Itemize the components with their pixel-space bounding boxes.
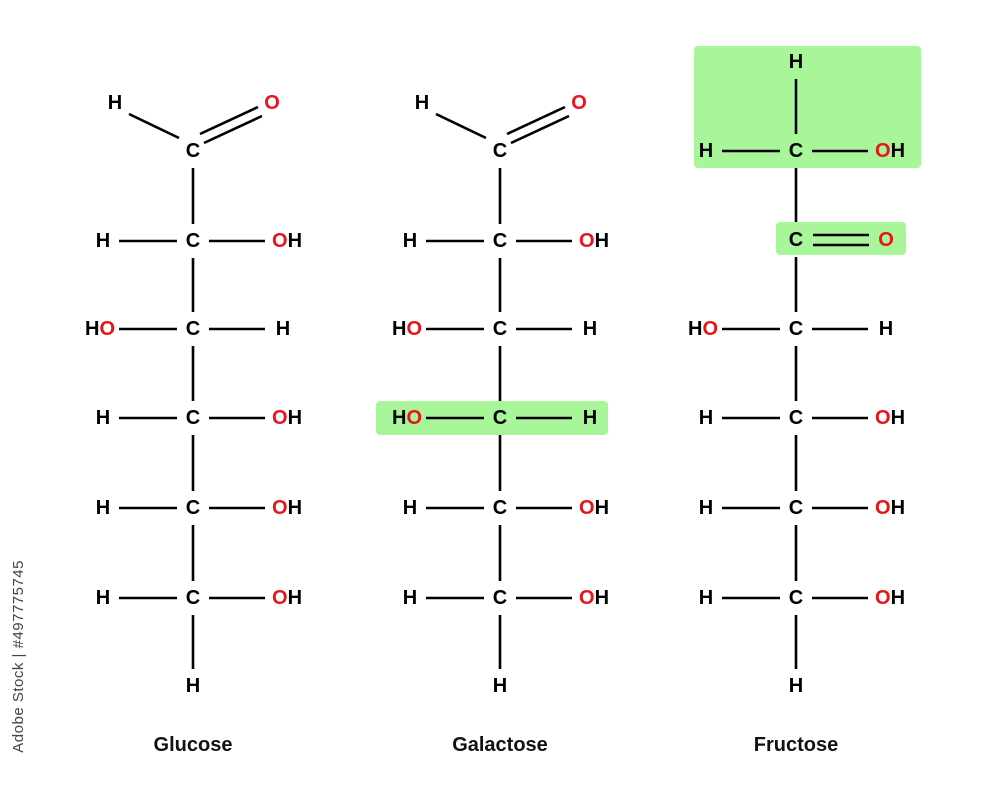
substituent-right: OH: [875, 587, 905, 609]
substituent-left: H: [96, 587, 110, 609]
substituent-right: OH: [875, 140, 905, 162]
substituent-left: H: [699, 497, 713, 519]
bond-line: [435, 112, 487, 140]
substituent-left: HO: [392, 318, 422, 340]
hydrogen-atom: H: [108, 92, 122, 114]
oxygen-atom: O: [264, 92, 280, 114]
carbon-atom: C: [789, 587, 803, 609]
substituent-left: H: [96, 407, 110, 429]
molecule-name: Galactose: [452, 734, 548, 756]
double-bond-line: [510, 114, 570, 145]
substituent-left: H: [699, 587, 713, 609]
carbon-atom: C: [493, 140, 507, 162]
substituent-right: H: [276, 318, 290, 340]
substituent-right: OH: [875, 497, 905, 519]
double-bond-line: [203, 114, 263, 145]
hydrogen-atom: H: [186, 675, 200, 697]
substituent-left: HO: [688, 318, 718, 340]
carbon-atom: C: [186, 407, 200, 429]
substituent-right: OH: [272, 407, 302, 429]
carbon-atom: C: [186, 230, 200, 252]
carbon-atom: C: [493, 407, 507, 429]
substituent-right: H: [583, 318, 597, 340]
substituent-left: HO: [85, 318, 115, 340]
carbon-atom: C: [493, 318, 507, 340]
carbon-atom: C: [789, 407, 803, 429]
highlight-box: [776, 222, 906, 255]
substituent-right: H: [879, 318, 893, 340]
substituent-right: OH: [272, 497, 302, 519]
carbon-atom: C: [186, 497, 200, 519]
substituent-right: OH: [875, 407, 905, 429]
hydrogen-atom: H: [789, 675, 803, 697]
oxygen-atom: O: [571, 92, 587, 114]
stock-watermark: Adobe Stock | #497775745: [10, 560, 27, 753]
substituent-right: H: [583, 407, 597, 429]
substituent-left: H: [403, 587, 417, 609]
double-bond-line: [506, 105, 566, 136]
substituent-right: OH: [272, 230, 302, 252]
carbon-atom: C: [186, 318, 200, 340]
carbon-atom: C: [186, 587, 200, 609]
substituent-left: H: [699, 140, 713, 162]
double-bond-line: [199, 105, 259, 136]
hydrogen-atom: H: [493, 675, 507, 697]
substituent-right: OH: [579, 587, 609, 609]
carbon-atom: C: [493, 497, 507, 519]
substituent-left: H: [403, 497, 417, 519]
molecule-name: Fructose: [754, 734, 838, 756]
highlight-box: [376, 401, 608, 435]
substituent-left: H: [699, 407, 713, 429]
carbon-atom: C: [789, 318, 803, 340]
molecule-name: Glucose: [154, 734, 233, 756]
substituent-left: H: [96, 230, 110, 252]
carbon-atom: C: [789, 497, 803, 519]
substituent-left: H: [403, 230, 417, 252]
substituent-left: HO: [392, 407, 422, 429]
substituent-left: H: [96, 497, 110, 519]
substituent-right: OH: [579, 497, 609, 519]
carbon-atom: C: [789, 140, 803, 162]
carbon-atom: C: [789, 229, 803, 251]
highlight-box: [694, 46, 921, 168]
hydrogen-atom: H: [789, 51, 803, 73]
bond-line: [128, 112, 180, 140]
substituent-right: OH: [579, 230, 609, 252]
oxygen-atom: O: [878, 229, 894, 251]
carbon-atom: C: [186, 140, 200, 162]
carbon-atom: C: [493, 230, 507, 252]
hydrogen-atom: H: [415, 92, 429, 114]
substituent-right: OH: [272, 587, 302, 609]
carbon-atom: C: [493, 587, 507, 609]
